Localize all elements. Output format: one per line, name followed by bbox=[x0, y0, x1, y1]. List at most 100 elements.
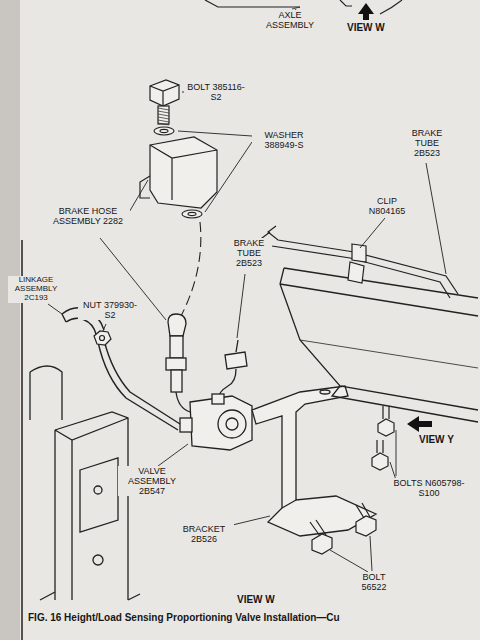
frame-rail bbox=[280, 268, 284, 284]
hose-bracket bbox=[150, 137, 217, 208]
part-label: BRAKE TUBE 2B523 bbox=[404, 128, 450, 158]
linkage bbox=[98, 342, 178, 430]
washer bbox=[188, 212, 196, 215]
brake-hose bbox=[168, 314, 186, 336]
bolt-56522 bbox=[312, 534, 332, 554]
axle-part bbox=[340, 0, 352, 6]
brake-tubes bbox=[268, 226, 458, 294]
leader-line bbox=[360, 218, 385, 248]
brake-hose bbox=[171, 370, 182, 392]
part-label: AXLE ASSEMBLY bbox=[258, 10, 322, 30]
valve bbox=[218, 410, 246, 438]
valve-bracket bbox=[252, 386, 376, 536]
part-label: BRACKET 2B526 bbox=[174, 524, 234, 544]
bolt bbox=[158, 120, 169, 122]
part-label: WASHER 388949-S bbox=[252, 130, 316, 150]
page-edge bbox=[0, 0, 20, 640]
leader-line bbox=[237, 274, 245, 338]
left-frame bbox=[40, 592, 140, 600]
frame-bolts bbox=[372, 406, 394, 470]
figure-caption: FIG. 16 Height/Load Sensing Proportionin… bbox=[28, 612, 340, 623]
view-label: VIEW W bbox=[236, 594, 276, 605]
axle-part bbox=[292, 7, 300, 9]
brake-hose bbox=[170, 336, 183, 358]
leader-line bbox=[158, 444, 188, 466]
part-label: BOLTS N605798-S100 bbox=[386, 478, 472, 498]
frame-bolts bbox=[378, 419, 394, 436]
bolt bbox=[150, 80, 179, 125]
valve bbox=[180, 418, 192, 432]
nut bbox=[94, 331, 111, 345]
left-frame bbox=[55, 412, 128, 600]
brake-tube bbox=[218, 340, 247, 400]
view-label: VIEW W bbox=[346, 22, 386, 33]
linkage bbox=[66, 318, 96, 334]
brake-hose bbox=[166, 314, 190, 412]
leader-line bbox=[370, 536, 372, 571]
linkage bbox=[62, 308, 180, 430]
washer bbox=[182, 210, 202, 218]
brake-tube bbox=[236, 340, 238, 352]
left-frame bbox=[93, 555, 103, 565]
brake-hose bbox=[166, 358, 186, 370]
frame-rail bbox=[300, 340, 478, 368]
part-label: LINKAGE ASSEMBLY 2C193 bbox=[8, 276, 64, 303]
leader-line bbox=[426, 163, 446, 274]
bolt-56522 bbox=[310, 503, 376, 554]
brake-hose bbox=[176, 392, 190, 412]
left-frame bbox=[94, 486, 102, 494]
left-frame bbox=[80, 458, 118, 532]
bolt-56522 bbox=[310, 520, 326, 536]
frame-rail bbox=[280, 268, 478, 422]
nut bbox=[94, 331, 111, 345]
hose-bracket bbox=[140, 176, 150, 198]
leader-line bbox=[128, 180, 148, 214]
brake-tubes bbox=[352, 244, 366, 262]
bolt bbox=[158, 108, 169, 125]
brake-tube bbox=[225, 352, 247, 369]
bolt bbox=[150, 85, 179, 106]
left-frame bbox=[55, 418, 128, 600]
brake-tubes bbox=[348, 262, 364, 283]
bolt bbox=[158, 114, 169, 116]
valve bbox=[212, 394, 224, 404]
frame-rail bbox=[280, 284, 478, 410]
view-label: VIEW Y bbox=[418, 434, 455, 445]
brake-tubes bbox=[262, 226, 458, 298]
leader-line bbox=[178, 131, 252, 136]
bolt bbox=[150, 80, 179, 106]
leader-line bbox=[205, 142, 252, 212]
washer bbox=[160, 129, 168, 132]
part-label: BRAKE HOSE ASSEMBLY 2282 bbox=[46, 206, 130, 226]
bolt bbox=[158, 117, 169, 119]
part-label: BOLT 385116-S2 bbox=[184, 82, 248, 102]
page-edge bbox=[0, 0, 22, 640]
bolt bbox=[158, 123, 169, 125]
valve-bracket bbox=[282, 500, 296, 508]
linkage bbox=[104, 340, 180, 424]
valve bbox=[226, 418, 238, 430]
part-label: CLIP N804165 bbox=[358, 196, 416, 216]
valve bbox=[180, 394, 252, 450]
leader-line bbox=[396, 430, 397, 476]
part-label: NUT 379930-S2 bbox=[78, 300, 142, 320]
leader-line bbox=[103, 324, 106, 331]
linkage bbox=[62, 314, 66, 322]
part-label: VALVE ASSEMBLY 2B547 bbox=[118, 466, 186, 496]
view-arrow bbox=[407, 416, 432, 432]
view-arrow bbox=[358, 3, 432, 432]
valve-bracket bbox=[252, 386, 376, 536]
bolt-56522 bbox=[356, 503, 370, 518]
left-frame bbox=[30, 366, 62, 420]
left-frame bbox=[29, 372, 30, 420]
frame-bolts bbox=[377, 440, 383, 453]
hose-path bbox=[180, 222, 201, 318]
part-label: BRAKE TUBE 2B523 bbox=[226, 238, 272, 268]
axle-part bbox=[205, 0, 300, 7]
bolt bbox=[158, 111, 169, 113]
frame-bolts bbox=[383, 406, 389, 419]
leader-line bbox=[330, 550, 368, 572]
leader-line bbox=[48, 304, 62, 314]
